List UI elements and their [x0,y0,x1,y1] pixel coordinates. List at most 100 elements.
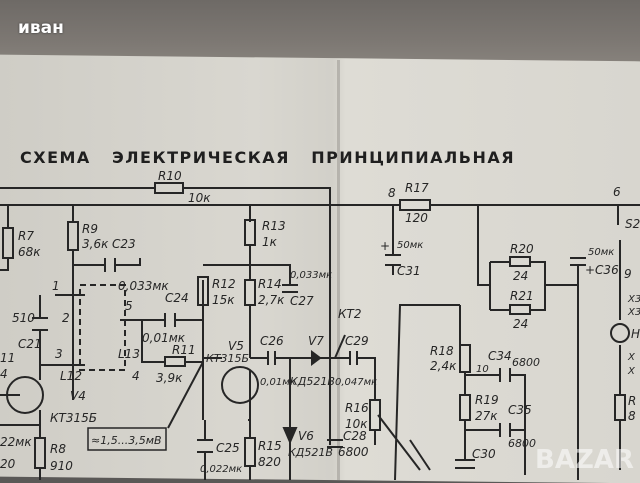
label-node-9: 9 [624,267,632,281]
label-r10-value: 10к [188,191,211,205]
label-c34-value: 6800 [512,356,540,369]
label-c31-value: 50мк [397,240,423,251]
label-r-right: R [628,394,636,408]
label-r11-value: 3,9к [156,371,183,385]
label-node-5: 5 [125,299,133,313]
label-c26: C26 [260,334,284,348]
watermark-username: иван [18,18,64,38]
label-kt2: КТ2 [338,307,361,321]
label-v4: V4 [70,389,86,403]
label-x-2: X3 [627,307,640,318]
resistor-r7 [2,227,14,259]
label-v7-type: КД521В [290,375,335,388]
resistor-r11 [164,356,186,367]
label-r9: R9 [82,222,98,236]
label-node-6: 6 [613,185,621,199]
label-node-1: 1 [52,279,60,293]
label-h: H [631,327,640,341]
wires [0,187,640,480]
label-v5: V5 [228,339,244,353]
paper-fold [337,60,340,480]
label-left-4: 20 [0,457,16,471]
resistor-r14 [244,279,256,306]
label-r12: R12 [212,277,236,291]
label-x-4: X [627,366,636,377]
resistor-r13 [244,219,256,246]
label-r21-value: 24 [513,317,528,331]
capacitors [32,254,586,469]
resistor-r20 [509,256,531,267]
label-l13: L13 [118,347,140,361]
label-v4-type: КТ315Б [50,411,97,425]
transistor-v5 [221,366,259,404]
label-node-10: 10 [476,364,489,375]
label-r7: R7 [18,229,34,243]
resistor-r-right [614,394,626,421]
bazar-watermark-logo: BAZAR [535,445,634,475]
schematic-title: СХЕМА ЭЛЕКТРИЧЕСКАЯ ПРИНЦИПИАЛЬНАЯ [20,148,515,167]
label-c31: C31 [397,264,421,278]
potentiometer-r16 [369,399,381,431]
label-r17: R17 [405,181,429,195]
label-r20: R20 [510,242,534,256]
label-v6: V6 [298,429,314,443]
label-r14-value: 2,7к [258,293,285,307]
label-c24-value: 0,01мк [142,331,186,345]
components [2,182,630,469]
label-c35: C35 [508,403,532,417]
label-r14: R14 [258,277,282,291]
label-left-3: 22мк [0,435,32,449]
label-r11: R11 [172,343,196,357]
label-c27-value: 0,033мк [290,270,332,281]
label-c36: +C36 [585,263,619,277]
label-v7: V7 [308,334,324,348]
labels: R10 10к R7 68к R9 3,6к C23 0,033мк 1 2 3… [0,169,640,475]
label-c29: C29 [345,334,369,348]
label-c23: C23 [112,237,136,251]
label-s2: S2 [625,217,640,231]
label-r7-value: 68к [18,245,41,259]
label-r-right-value: 8 [628,409,636,423]
label-c34: C34 [488,349,512,363]
label-r15-value: 820 [258,455,281,469]
label-r18-value: 2,4к [430,359,457,373]
label-c28: C28 [343,429,367,443]
diodes [282,350,322,445]
resistor-r8 [34,437,46,469]
label-c24: C24 [165,291,189,305]
lamp-h [610,323,630,343]
label-c26-value: 0,01мк [260,377,296,388]
label-r20-value: 24 [513,269,528,283]
label-c28-value: 6800 [338,445,369,459]
label-node-4: 4 [132,369,140,383]
label-c36-value: 50мк [588,247,614,258]
label-r19: R19 [475,393,499,407]
label-r10: R10 [158,169,182,183]
resistor-r12 [197,276,209,306]
label-c29-value: 0,047мк [335,377,377,388]
label-x-3: X [627,352,636,363]
label-c27: C27 [290,294,314,308]
label-node-2: 2 [62,311,70,325]
resistor-r17 [399,199,431,211]
label-r15: R15 [258,439,282,453]
label-x-1: X3 [627,294,640,305]
level-box [87,427,167,451]
resistor-r19 [459,394,471,421]
label-r16: R16 [345,401,369,415]
resistor-r18 [459,344,471,373]
label-r8-value: 910 [50,459,73,473]
label-left-1: 11 [0,351,15,365]
resistor-r15 [244,437,256,467]
label-r12-value: 15к [212,293,235,307]
label-r13-value: 1к [262,235,278,249]
label-c21-value: 510 [12,311,35,325]
label-c25-value: 0,022мк [200,464,242,475]
label-c35-value: 6800 [508,437,536,450]
resistor-r21 [509,304,531,315]
label-r8: R8 [50,442,66,456]
resistor-r9 [67,221,79,251]
label-r16-value: 10к [345,417,368,431]
label-v6-type: КД521В [288,446,333,459]
